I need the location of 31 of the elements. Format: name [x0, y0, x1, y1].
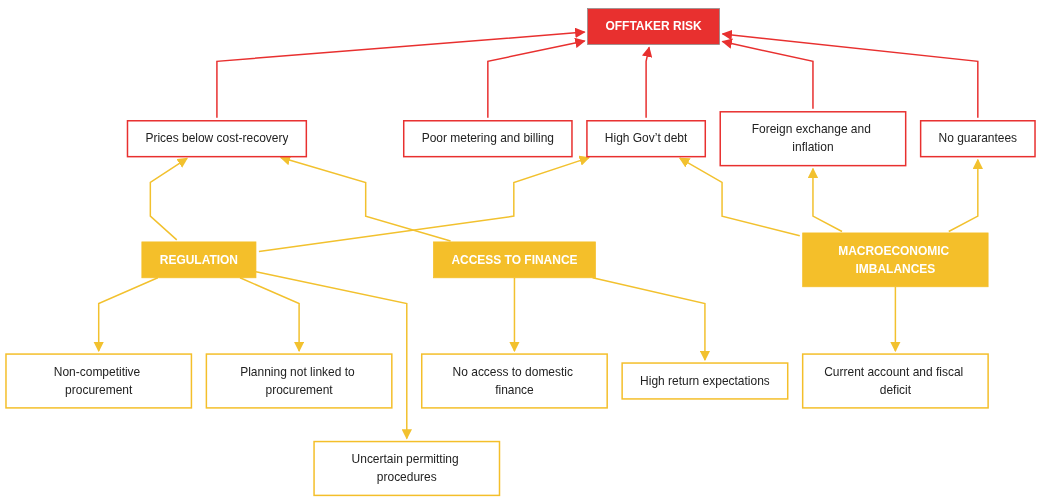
node-box: ACCESS TO FINANCE: [433, 241, 596, 279]
node-box: Poor metering and billing: [402, 120, 573, 158]
node-box: REGULATION: [141, 241, 257, 279]
arrow: [678, 157, 801, 237]
node-box: Non-competitive procurement: [5, 353, 193, 409]
node-box: No access to domestic finance: [421, 353, 608, 409]
arrow: [279, 155, 452, 242]
arrow: [258, 155, 590, 253]
arrow: [509, 277, 520, 353]
node-box: High return expectations: [621, 362, 789, 400]
arrow: [149, 157, 188, 241]
node-box: OFFTAKER RISK: [587, 8, 720, 45]
node-box: Planning not linked to procurement: [205, 353, 393, 409]
arrow: [807, 167, 843, 233]
node-box: High Gov’t debt: [586, 120, 707, 158]
arrow: [721, 38, 814, 110]
node-box: No guarantees: [919, 120, 1036, 158]
arrow: [642, 46, 653, 119]
node-box: Prices below cost-recovery: [126, 120, 308, 158]
node-box: Current account and fiscal deficit: [801, 353, 989, 409]
arrow: [93, 277, 159, 353]
arrow: [721, 29, 979, 119]
node-box: Uncertain permitting procedures: [313, 440, 501, 497]
arrow: [216, 27, 586, 119]
arrow: [487, 37, 586, 119]
arrow: [948, 158, 984, 233]
node-box: Foreign exchange and inflation: [719, 111, 907, 167]
node-box: MACROECONOMIC IMBALANCES: [802, 232, 989, 288]
arrow: [239, 277, 305, 353]
arrow: [255, 271, 412, 440]
arrow: [890, 286, 901, 353]
